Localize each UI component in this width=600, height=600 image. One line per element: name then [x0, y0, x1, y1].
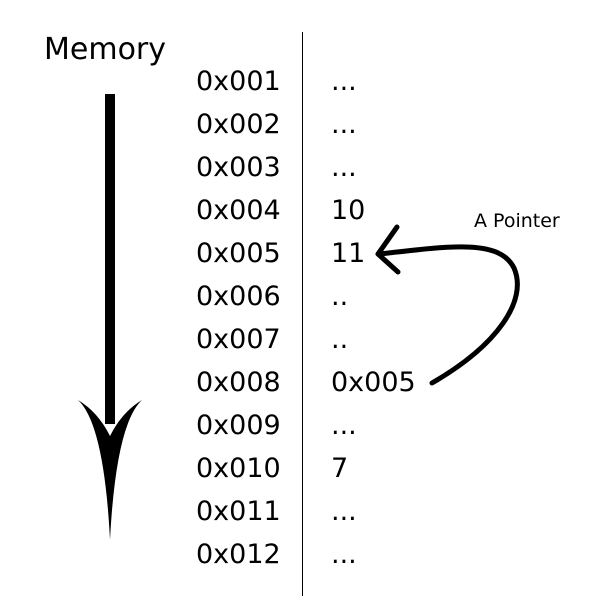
memory-row: 0x011 ... — [196, 490, 446, 533]
memory-row: 0x004 10 — [196, 189, 446, 232]
memory-value: 7 — [331, 453, 349, 484]
downward-arrow-icon — [78, 94, 142, 540]
address-label: 0x009 — [196, 410, 281, 441]
address-label: 0x005 — [196, 238, 281, 269]
memory-value: ... — [331, 410, 357, 441]
pointer-label: A Pointer — [474, 210, 560, 232]
memory-value: ... — [331, 66, 357, 97]
address-label: 0x008 — [196, 367, 281, 398]
memory-row: 0x005 11 — [196, 232, 446, 275]
column-divider — [302, 32, 303, 596]
address-label: 0x003 — [196, 152, 281, 183]
memory-table: 0x001 ... 0x002 ... 0x003 ... 0x004 10 0… — [196, 60, 446, 576]
address-label: 0x010 — [196, 453, 281, 484]
address-label: 0x004 — [196, 195, 281, 226]
address-label: 0x011 — [196, 496, 281, 527]
memory-row: 0x012 ... — [196, 533, 446, 576]
memory-row: 0x001 ... — [196, 60, 446, 103]
memory-row: 0x010 7 — [196, 447, 446, 490]
memory-value: ... — [331, 152, 357, 183]
memory-row: 0x009 ... — [196, 404, 446, 447]
address-label: 0x002 — [196, 109, 281, 140]
address-label: 0x012 — [196, 539, 281, 570]
memory-value: 11 — [331, 238, 366, 269]
memory-value: ... — [331, 109, 357, 140]
address-label: 0x006 — [196, 281, 281, 312]
address-label: 0x007 — [196, 324, 281, 355]
memory-value: .. — [331, 281, 349, 312]
memory-title: Memory — [44, 32, 167, 67]
memory-row: 0x003 ... — [196, 146, 446, 189]
address-label: 0x001 — [196, 66, 281, 97]
memory-row: 0x006 .. — [196, 275, 446, 318]
memory-value: 0x005 — [331, 367, 416, 398]
memory-value: 10 — [331, 195, 366, 226]
memory-value: ... — [331, 496, 357, 527]
memory-row: 0x002 ... — [196, 103, 446, 146]
memory-row: 0x008 0x005 — [196, 361, 446, 404]
memory-value: ... — [331, 539, 357, 570]
memory-value: .. — [331, 324, 349, 355]
memory-row: 0x007 .. — [196, 318, 446, 361]
